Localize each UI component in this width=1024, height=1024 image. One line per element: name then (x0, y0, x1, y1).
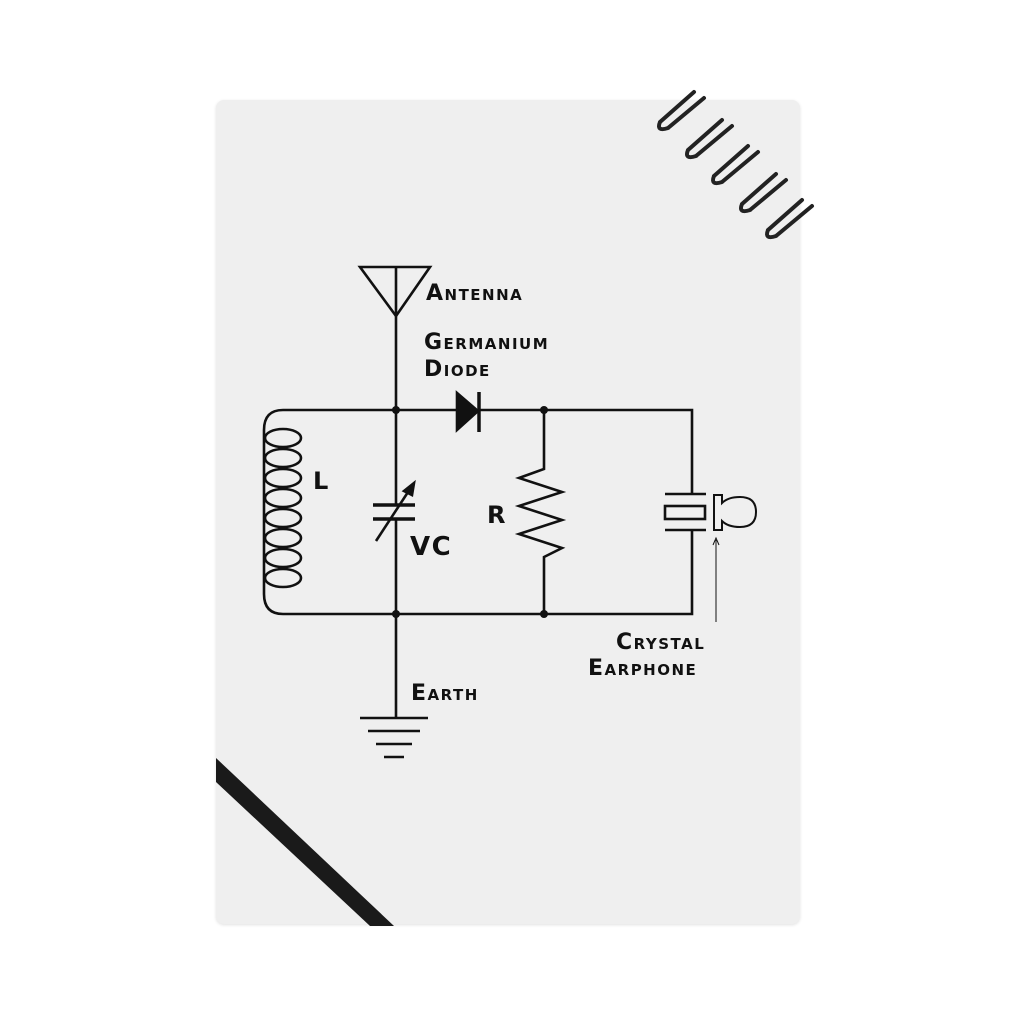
label-crystal: Crystal (616, 630, 705, 655)
ring-icon (711, 144, 760, 186)
diode-icon (455, 390, 481, 433)
inductor-icon (262, 408, 303, 616)
resistor-icon (514, 410, 567, 614)
crystal-earphone-icon (663, 492, 758, 622)
label-earphone: Earphone (588, 656, 697, 681)
notebook-cover (216, 100, 800, 924)
label-capacitor: VC (410, 532, 452, 562)
junction-dots (392, 406, 548, 618)
top-rail (283, 408, 694, 494)
label-earth: Earth (411, 681, 479, 706)
ring-icon (685, 118, 734, 160)
spiral-binding (657, 90, 814, 240)
ring-icon (739, 172, 788, 214)
ground-icon (360, 614, 428, 759)
ring-icon (765, 198, 814, 240)
variable-capacitor-icon (373, 410, 416, 614)
antenna-icon (357, 265, 433, 410)
label-germanium: Germanium (424, 330, 549, 355)
ring-icon (657, 90, 706, 132)
label-antenna: Antenna (426, 281, 523, 306)
bottom-rail (283, 530, 694, 616)
label-inductor: L (313, 467, 330, 495)
elastic-band (216, 758, 394, 926)
label-resistor: R (487, 501, 507, 529)
label-diode: Diode (424, 357, 491, 382)
